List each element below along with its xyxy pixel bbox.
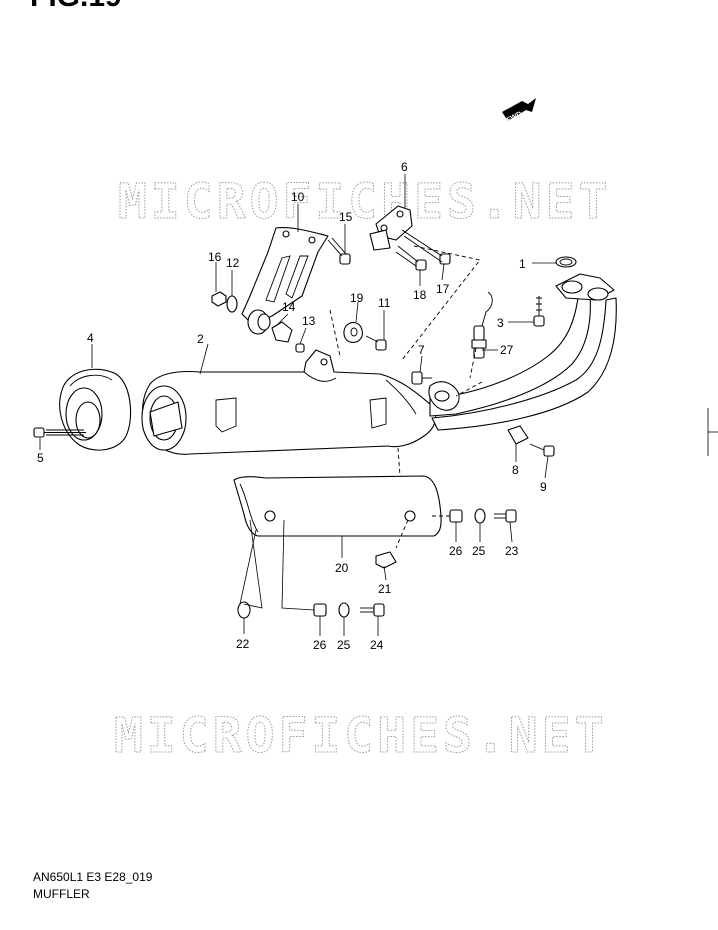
callout-26-right: 26	[449, 544, 463, 558]
protector-collar-left	[313, 603, 327, 617]
callout-9: 9	[540, 480, 547, 494]
page-edge-marks	[707, 408, 718, 456]
section-title: MUFFLER	[33, 887, 90, 901]
callout-13: 13	[302, 314, 316, 328]
exhaust-gasket	[555, 256, 577, 268]
muffler-hanger-plate	[241, 227, 329, 325]
muffler-washer	[343, 321, 363, 343]
end-cap-screw	[33, 427, 86, 438]
callout-25-left: 25	[337, 638, 351, 652]
watermark-top: MICROFICHES.NET	[118, 174, 611, 230]
callout-2: 2	[197, 332, 204, 346]
pipe-cushion	[507, 425, 529, 445]
callout-labels: 1 2 3 4 5 6 7 8 9 10 11 12 13 14 15 16 1…	[37, 160, 547, 652]
figure-number: FIG.19	[30, 0, 122, 13]
callout-23: 23	[505, 544, 519, 558]
callout-15: 15	[339, 210, 353, 224]
exhaust-pipe-bolt	[533, 296, 545, 327]
callout-17: 17	[436, 282, 450, 296]
leader-lines	[39, 174, 556, 636]
callout-8: 8	[512, 463, 519, 477]
hanger-collar	[271, 321, 305, 353]
callout-25-right: 25	[472, 544, 486, 558]
muffler-mount-bolt	[365, 335, 387, 351]
muffler-protector	[233, 475, 442, 537]
exhaust-pipe	[428, 273, 617, 431]
bracket-bolt-short	[395, 245, 427, 271]
dashed-alignment-lines	[329, 245, 483, 549]
callout-3: 3	[497, 316, 504, 330]
callout-20: 20	[335, 561, 349, 575]
watermark-bottom: MICROFICHES.NET	[114, 708, 607, 764]
forward-direction-icon: FWD	[502, 98, 536, 124]
callout-14: 14	[282, 300, 296, 314]
callout-18: 18	[413, 288, 427, 302]
callout-1: 1	[519, 257, 526, 271]
callout-7: 7	[418, 343, 425, 357]
callout-12: 12	[226, 256, 240, 270]
muffler-bracket	[369, 205, 413, 251]
bracket-bolt-long	[401, 229, 451, 265]
hanger-washer	[226, 295, 238, 313]
callout-24: 24	[370, 638, 384, 652]
protector-washer-right	[474, 508, 486, 524]
muffler-body	[141, 349, 437, 455]
callout-11: 11	[378, 296, 391, 310]
callout-6: 6	[401, 160, 408, 174]
protector-washer-left	[338, 602, 350, 618]
callout-4: 4	[87, 331, 94, 345]
callout-16: 16	[208, 250, 222, 264]
pipe-spacer	[411, 371, 432, 385]
hanger-bolt	[327, 237, 351, 265]
callout-21: 21	[378, 582, 392, 596]
hanger-grommet	[247, 309, 271, 335]
callout-27: 27	[500, 343, 514, 357]
hanger-nut	[211, 291, 227, 307]
callout-10: 10	[291, 190, 305, 204]
muffler-end-cap	[59, 368, 132, 451]
oxygen-sensor	[471, 291, 493, 359]
protector-bolt-right	[494, 509, 517, 523]
callout-26-left: 26	[313, 638, 327, 652]
protector-collar-right	[449, 509, 463, 523]
protector-bolt-left	[360, 603, 385, 617]
callout-5: 5	[37, 451, 44, 465]
protector-grommet	[375, 551, 397, 569]
callout-22: 22	[236, 637, 250, 651]
model-code: AN650L1 E3 E28_019	[33, 870, 153, 884]
pipe-cushion-bolt	[529, 443, 555, 457]
callout-19: 19	[350, 291, 364, 305]
